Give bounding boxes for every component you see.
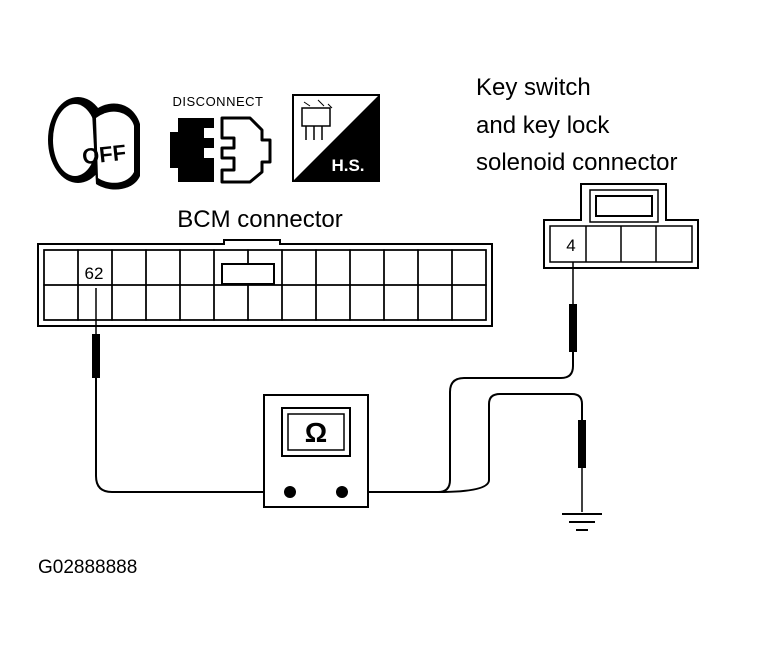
ohm-symbol: Ω bbox=[305, 417, 327, 448]
key-switch-label-line-2: and key lock bbox=[476, 112, 610, 139]
test-leads bbox=[92, 262, 586, 512]
bcm-cavity bbox=[451, 284, 487, 321]
key-switch-label-line-3: solenoid connector bbox=[476, 149, 677, 176]
ground-icon bbox=[562, 513, 602, 531]
bcm-connector-latch bbox=[221, 263, 275, 285]
key-switch-label-line-1: Key switch bbox=[476, 74, 591, 101]
disconnect-text: DISCONNECT bbox=[173, 94, 264, 109]
ignition-off-text: OFF bbox=[81, 140, 127, 169]
key-switch-terminal-4: 4 bbox=[566, 236, 575, 255]
figure-id: G02888888 bbox=[38, 557, 137, 578]
key-switch-connector-label: Key switch and key lock solenoid connect… bbox=[476, 74, 677, 176]
ohmmeter-terminal-right bbox=[336, 486, 348, 498]
ohmmeter: Ω bbox=[263, 394, 369, 508]
bcm-terminal-62: 62 bbox=[85, 264, 104, 283]
harness-side-text: H.S. bbox=[331, 156, 364, 175]
key-switch-connector-latch bbox=[595, 195, 653, 217]
harness-side-icon: H.S. bbox=[292, 94, 380, 182]
bcm-connector: 62 bbox=[37, 239, 493, 327]
bcm-connector-label: BCM connector bbox=[177, 206, 342, 233]
connector-disconnect-icon: DISCONNECT bbox=[170, 94, 272, 184]
ohmmeter-terminal-left bbox=[284, 486, 296, 498]
ignition-key-off-icon: OFF bbox=[48, 97, 140, 190]
key-switch-connector: 4 bbox=[543, 183, 699, 269]
bcm-connector-cavities bbox=[43, 249, 487, 321]
